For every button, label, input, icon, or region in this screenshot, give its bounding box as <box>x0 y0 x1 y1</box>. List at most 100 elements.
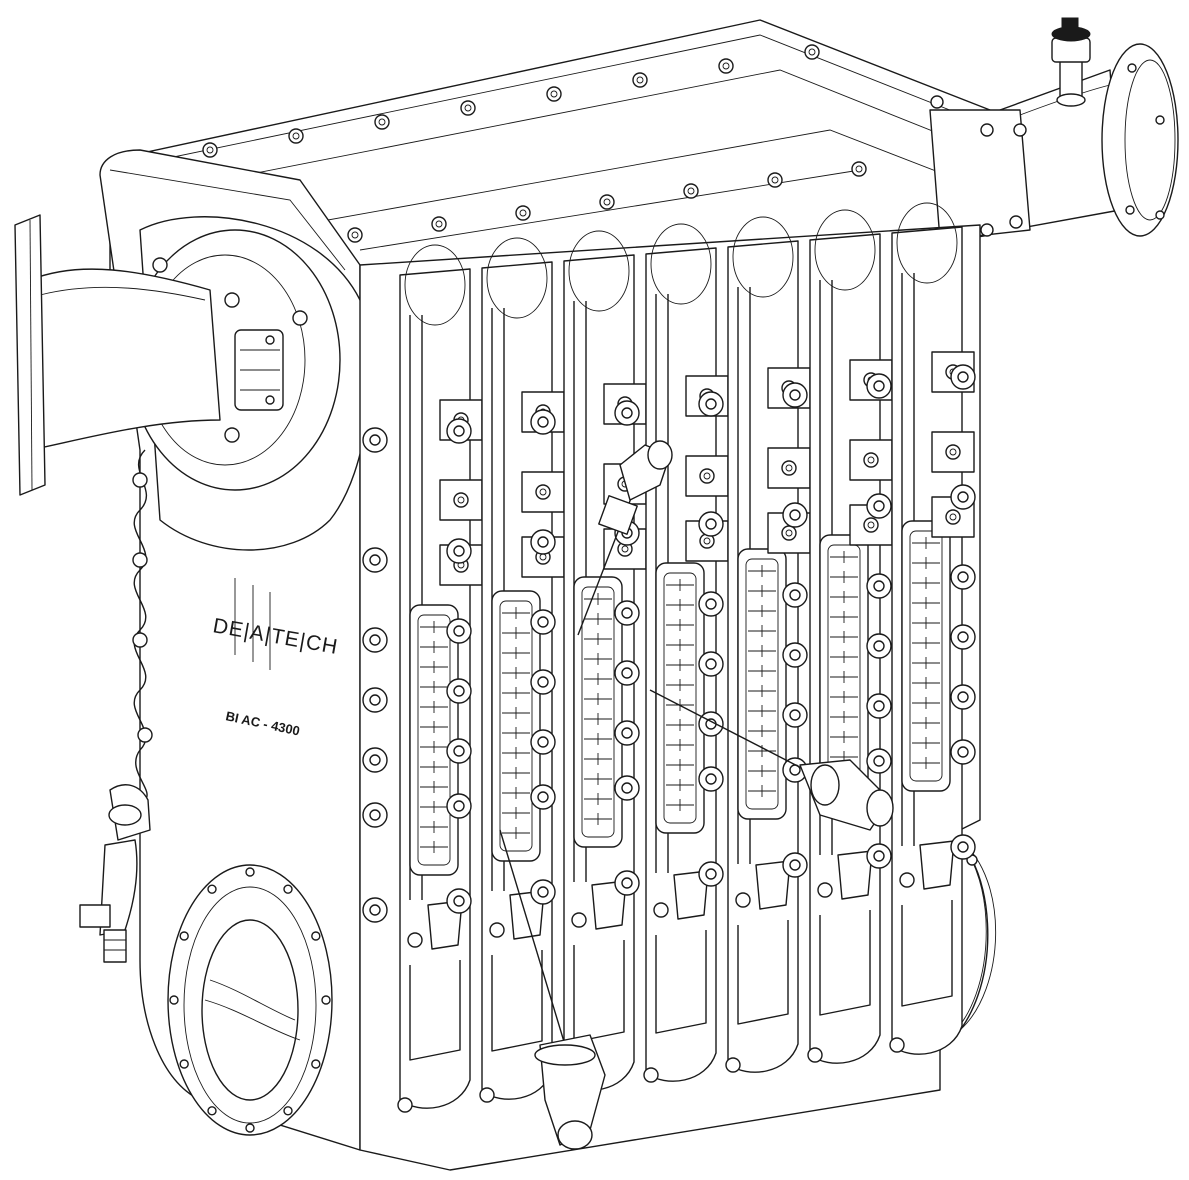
tie-rod-nut <box>957 841 969 853</box>
section-stub <box>486 237 548 319</box>
tie-rod-nut <box>705 398 717 410</box>
tie-rod-nut <box>537 676 549 688</box>
boss-hole <box>863 517 879 533</box>
bolt <box>571 912 587 928</box>
boss-pad <box>685 455 729 497</box>
flue-passage-inner <box>499 600 533 852</box>
bolt <box>817 882 833 898</box>
bolt <box>653 902 669 918</box>
tie-rod-nut <box>705 868 717 880</box>
boss-hole <box>949 513 957 521</box>
boss-hole <box>945 444 961 460</box>
tie-rod-nut <box>537 791 549 803</box>
flue-passage-inner <box>417 614 451 866</box>
tie-rod-nut <box>957 571 969 583</box>
bolt <box>351 231 359 239</box>
tie-rod-nut <box>957 746 969 758</box>
top-header-bolts <box>202 44 951 243</box>
bolt <box>407 932 423 948</box>
air-vent-valve <box>1051 17 1091 107</box>
sensor-probe-upper <box>577 440 673 636</box>
bolt <box>851 161 867 177</box>
lower-pocket <box>919 840 955 890</box>
tie-rod-nut <box>453 895 465 907</box>
bolt <box>643 1067 659 1083</box>
hinge-line <box>132 449 153 801</box>
tie-rod-nut <box>873 755 885 767</box>
bolt <box>179 931 189 941</box>
boss-hole <box>703 472 711 480</box>
lower-rib <box>655 930 707 1034</box>
tie-rod-nut <box>705 658 717 670</box>
section-stub <box>732 216 794 298</box>
tie-rod-nut <box>873 380 885 392</box>
bolt <box>489 922 505 938</box>
bolt <box>460 100 476 116</box>
bolt <box>202 142 218 158</box>
bolt <box>855 165 863 173</box>
tie-rod-nut <box>537 736 549 748</box>
tie-rod-nut <box>957 491 969 503</box>
boss-hole <box>539 488 547 496</box>
lower-pocket <box>755 860 791 910</box>
bolt <box>179 1059 189 1069</box>
tie-rod-nut <box>705 773 717 785</box>
tie-rod-nut <box>369 754 381 766</box>
bolt <box>283 1106 293 1116</box>
tie-rod-nut <box>453 685 465 697</box>
tie-rod-nut <box>705 598 717 610</box>
bolt <box>771 176 779 184</box>
tie-rod-nut <box>369 554 381 566</box>
tie-rod-nut <box>453 625 465 637</box>
bolt <box>245 1123 255 1133</box>
section-stub <box>650 223 712 305</box>
lower-rib <box>573 940 625 1043</box>
boss-hole <box>781 525 797 541</box>
bolt <box>735 892 751 908</box>
bolt <box>169 995 179 1005</box>
bolt <box>207 1106 217 1116</box>
tie-rod-nut <box>621 667 633 679</box>
inspection-door-bolts <box>169 867 331 1133</box>
tie-rod-nut <box>453 800 465 812</box>
bolt <box>603 198 611 206</box>
bolt <box>374 114 390 130</box>
bolt <box>550 90 558 98</box>
bolt <box>808 48 816 56</box>
boss-hole <box>785 464 793 472</box>
tie-rod-nut <box>621 607 633 619</box>
bolt <box>292 132 300 140</box>
lower-rib <box>737 920 789 1025</box>
boss-hole <box>949 448 957 456</box>
tie-rod-nut <box>789 709 801 721</box>
tie-rod-nut <box>369 634 381 646</box>
bolt <box>347 227 363 243</box>
tie-rod-nut <box>537 886 549 898</box>
boss-hole <box>621 545 629 553</box>
tie-rod-nut <box>369 809 381 821</box>
cast-section <box>561 230 647 1093</box>
lower-rib <box>901 900 953 1007</box>
boss-hole <box>785 529 793 537</box>
boss-hole <box>699 468 715 484</box>
bolt <box>636 76 644 84</box>
bolt <box>245 867 255 877</box>
boss-hole <box>945 509 961 525</box>
tie-rod-nut <box>369 904 381 916</box>
bolt <box>899 872 915 888</box>
section-stub <box>404 244 466 326</box>
tie-rod-nut <box>957 631 969 643</box>
bolt <box>807 1047 823 1063</box>
tie-rod-nut <box>621 407 633 419</box>
cast-section <box>479 237 565 1103</box>
bolt <box>632 72 648 88</box>
sensor-probe-right <box>649 689 894 831</box>
bolt <box>683 183 699 199</box>
bolt <box>311 931 321 941</box>
tie-rod-nut <box>705 518 717 530</box>
bolt <box>321 995 331 1005</box>
tie-rod-nut <box>789 859 801 871</box>
tie-rod-nut <box>621 782 633 794</box>
bolt <box>283 884 293 894</box>
boss-hole <box>781 460 797 476</box>
